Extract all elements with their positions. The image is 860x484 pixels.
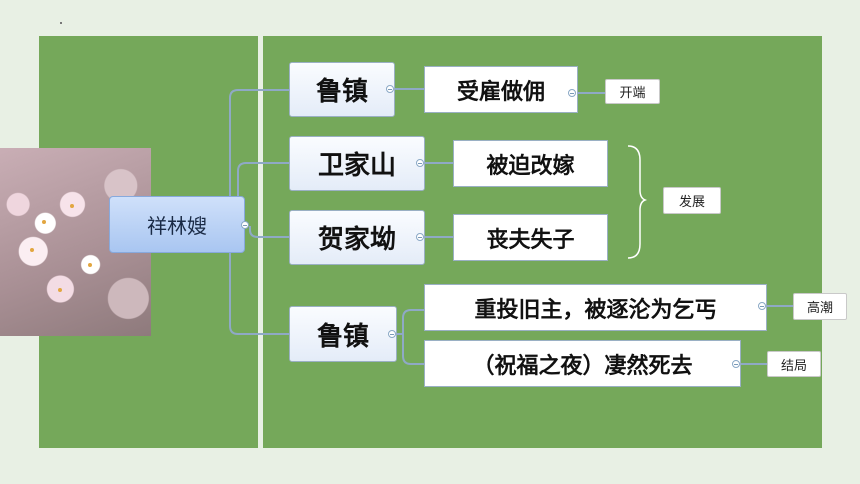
place-label: 贺家坳 <box>317 225 396 255</box>
stage-label: 高潮 <box>806 301 833 316</box>
place-label: 卫家山 <box>317 151 396 181</box>
root-label: 祥林嫂 <box>147 214 207 238</box>
connector-root-he <box>249 226 289 238</box>
connector-lu2-death <box>402 334 424 365</box>
collapse-toggle-icon[interactable] <box>732 360 740 368</box>
place-label: 鲁镇 <box>316 321 369 352</box>
connector-root-wei <box>237 162 289 226</box>
stray-dot <box>60 22 62 24</box>
event-label: 丧夫失子 <box>486 227 575 253</box>
event-label: （祝福之夜）凄然死去 <box>472 353 693 379</box>
development-brace <box>627 145 648 259</box>
stage-tag-ending[interactable]: 结局 <box>767 351 821 377</box>
collapse-toggle-icon[interactable] <box>758 302 766 310</box>
event-label: 被迫改嫁 <box>486 153 575 179</box>
connector-lu2-beggar <box>397 309 424 335</box>
place-node-luzhen-2[interactable]: 鲁镇 <box>289 306 397 362</box>
collapse-toggle-icon[interactable] <box>241 221 249 229</box>
event-node-bereaved[interactable]: 丧夫失子 <box>453 214 608 261</box>
stage-label: 结局 <box>780 358 807 374</box>
root-node-xianglinsao[interactable]: 祥林嫂 <box>109 196 245 253</box>
collapse-toggle-icon[interactable] <box>416 233 424 241</box>
stage-label: 发展 <box>678 195 705 210</box>
place-label: 鲁镇 <box>315 77 368 107</box>
collapse-toggle-icon[interactable] <box>416 159 424 167</box>
stage-tag-climax[interactable]: 高潮 <box>793 293 847 320</box>
collapse-toggle-icon[interactable] <box>568 89 576 97</box>
event-node-remarried[interactable]: 被迫改嫁 <box>453 140 608 187</box>
stage-label: 开端 <box>619 86 646 101</box>
stage-tag-beginning[interactable]: 开端 <box>605 79 660 104</box>
event-label: 重投旧主，被逐沦为乞丐 <box>474 297 717 323</box>
place-node-weijiashan[interactable]: 卫家山 <box>289 136 425 191</box>
connector-root-lu2 <box>229 246 289 335</box>
event-label: 受雇做佣 <box>456 79 545 105</box>
event-node-death[interactable]: （祝福之夜）凄然死去 <box>424 340 741 387</box>
event-node-beggar[interactable]: 重投旧主，被逐沦为乞丐 <box>424 284 767 331</box>
collapse-toggle-icon[interactable] <box>386 85 394 93</box>
collapse-toggle-icon[interactable] <box>388 330 396 338</box>
connector-root-lu1 <box>229 89 289 226</box>
stage-tag-development[interactable]: 发展 <box>663 187 721 214</box>
event-node-hired[interactable]: 受雇做佣 <box>424 66 578 113</box>
place-node-luzhen-1[interactable]: 鲁镇 <box>289 62 395 117</box>
place-node-hejiaao[interactable]: 贺家坳 <box>289 210 425 265</box>
